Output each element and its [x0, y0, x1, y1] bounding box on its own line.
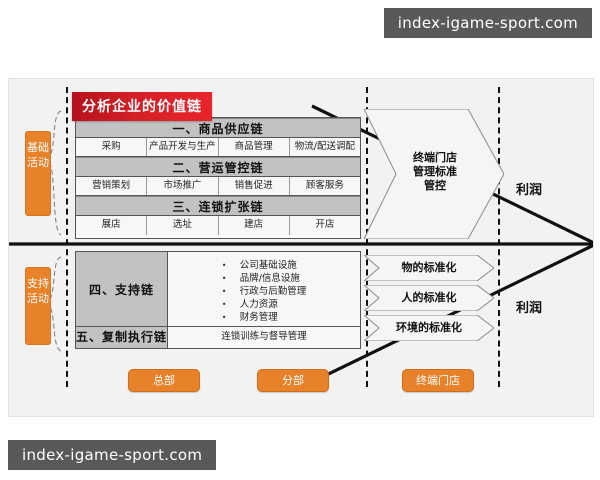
chain-cell: 营销策划: [76, 177, 148, 195]
diagram-title: 分析企业的价值链: [72, 92, 212, 121]
bottom-pill-terminal-store[interactable]: 终端门店: [402, 369, 474, 392]
support-item: 品牌/信息设施: [222, 272, 307, 285]
big-chevron-shape: [364, 109, 504, 239]
chain-cell: 展店: [76, 216, 148, 235]
chain-cell: 开店: [315, 219, 335, 230]
value-chain-diagram: 基础活动 支持活动 一、商品供应链 采购 产品开发与生产 商品管理 物流/配送调…: [8, 78, 594, 417]
side-label-basic-text: 基础活动: [27, 141, 49, 169]
chain-cell: 建店: [219, 216, 290, 235]
big-chevron-line3: 管控: [424, 179, 446, 192]
side-label-basic-activities: 基础活动: [25, 131, 51, 216]
primary-chains-table: 一、商品供应链 采购 产品开发与生产 商品管理 物流/配送调配 二、营运管控链 …: [75, 117, 361, 239]
chain-header-2: 二、营运管控链: [76, 157, 360, 177]
big-chevron-line1: 终端门店: [413, 151, 457, 164]
replication-chain-row: 五、复制执行链 连锁训练与督导管理: [76, 327, 360, 348]
chain-cell: 采购: [76, 138, 148, 156]
replication-chain-label: 五、复制执行链: [76, 327, 168, 348]
dashed-divider-left: [66, 87, 68, 387]
chevron-shape-ren: [364, 285, 494, 311]
support-item: 公司基础设施: [222, 259, 307, 272]
chevron-label-wu: 物的标准化: [401, 261, 457, 274]
chain-cell: 物流/配送调配: [294, 141, 355, 152]
support-chain-items: 公司基础设施 品牌/信息设施 行政与后勤管理 人力资源 财务管理: [168, 252, 360, 326]
chevron-shape-huanjing: [364, 315, 494, 341]
big-chevron-label: 终端门店 管理标准 管控: [387, 151, 483, 193]
replication-chain-value: 连锁训练与督导管理: [221, 331, 307, 342]
profit-label-upper: 利润: [514, 179, 545, 198]
chevron-label-huanjing: 环境的标准化: [396, 321, 462, 334]
watermark-bottom: index-igame-sport.com: [8, 440, 217, 470]
big-chevron-line2: 管理标准: [413, 165, 457, 178]
chain-header-3: 三、连锁扩张链: [76, 196, 360, 216]
chevron-label-ren: 人的标准化: [401, 291, 457, 304]
side-label-support-activities: 支持活动: [25, 267, 51, 345]
chain-row-2: 营销策划 市场推广 销售促进 顾客服务: [76, 177, 360, 196]
support-item: 人力资源: [222, 298, 307, 311]
chain-cell: 销售促进: [219, 177, 290, 195]
profit-label-lower: 利润: [514, 297, 545, 316]
chain-cell: 商品管理: [219, 138, 290, 156]
chain-header-1: 一、商品供应链: [76, 118, 360, 138]
support-item: 财务管理: [222, 311, 307, 324]
bottom-pill-headquarters[interactable]: 总部: [128, 369, 200, 392]
bottom-pill-branch[interactable]: 分部: [257, 369, 329, 392]
chain-row-1: 采购 产品开发与生产 商品管理 物流/配送调配: [76, 138, 360, 157]
watermark-top: index-igame-sport.com: [383, 8, 592, 38]
support-chains-table: 四、支持链 公司基础设施 品牌/信息设施 行政与后勤管理 人力资源 财务管理 五…: [75, 251, 361, 349]
chain-row-3: 展店 选址 建店 开店: [76, 216, 360, 235]
chain-cell: 顾客服务: [305, 180, 344, 191]
chain-cell: 选址: [147, 216, 219, 235]
chain-cell: 市场推广: [147, 177, 219, 195]
chain-cell: 产品开发与生产: [147, 138, 219, 156]
support-chain-row: 四、支持链 公司基础设施 品牌/信息设施 行政与后勤管理 人力资源 财务管理: [76, 252, 360, 327]
support-item: 行政与后勤管理: [222, 285, 307, 298]
chevron-shape-wu: [364, 255, 494, 281]
side-label-support-text: 支持活动: [27, 277, 49, 305]
support-chain-label: 四、支持链: [76, 252, 168, 326]
